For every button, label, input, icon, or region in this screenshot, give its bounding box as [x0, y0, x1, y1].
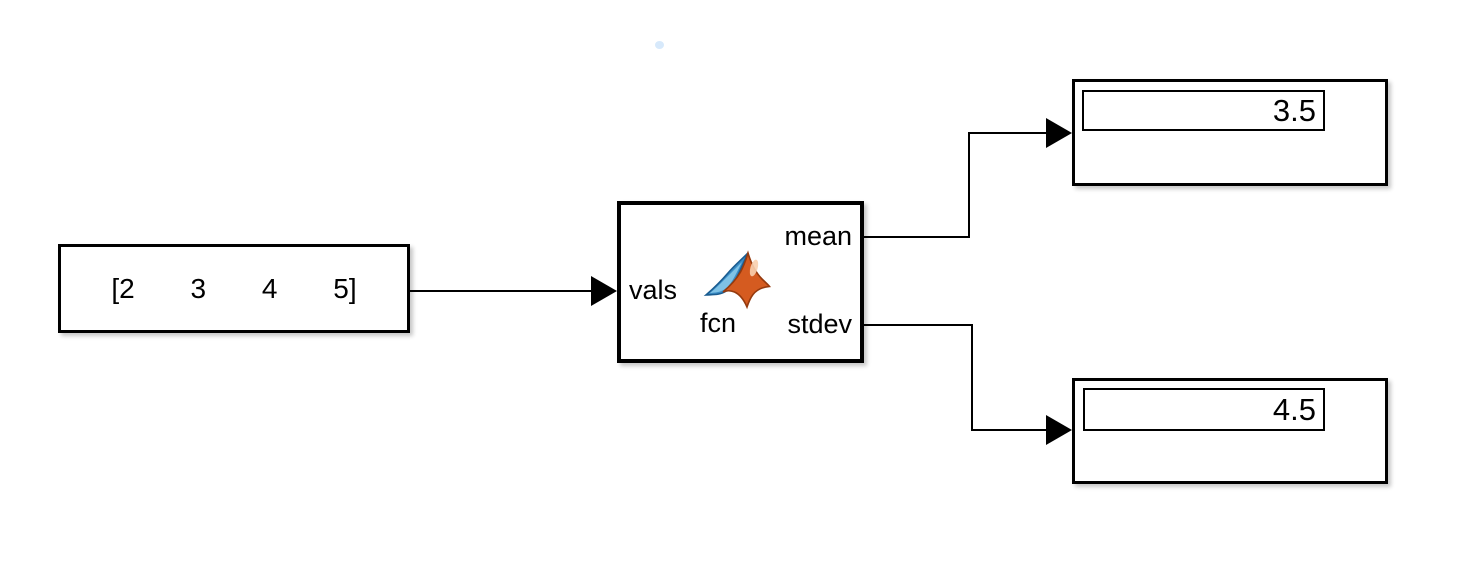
display-stdev-value: 4.5 — [1272, 392, 1316, 427]
constant-value: [2 3 4 5] — [111, 272, 357, 304]
wire-segment — [971, 429, 1046, 431]
wire-segment — [410, 290, 593, 292]
arrowhead-icon — [1046, 415, 1072, 445]
wire-segment — [968, 132, 1046, 134]
display-block-stdev[interactable]: 4.5 — [1072, 378, 1388, 484]
display-block-mean[interactable]: 3.5 — [1072, 79, 1388, 186]
function-name-label: fcn — [700, 308, 737, 338]
matlab-function-block[interactable]: vals mean stdev fcn — [617, 201, 864, 363]
wire-segment — [968, 132, 970, 238]
arrowhead-icon — [591, 276, 617, 306]
constant-block[interactable]: [2 3 4 5] — [58, 244, 410, 333]
display-mean-value: 3.5 — [1272, 93, 1316, 128]
wire-segment — [864, 324, 973, 326]
wire-segment — [971, 324, 973, 431]
output-port-label-mean: mean — [784, 221, 852, 251]
wire-segment — [864, 236, 970, 238]
canvas-artifact-dot — [655, 41, 664, 49]
display-value-field: 3.5 — [1082, 90, 1325, 131]
input-port-label-vals: vals — [629, 275, 678, 305]
arrowhead-icon — [1046, 118, 1072, 148]
matlab-logo-icon — [703, 250, 771, 310]
output-port-label-stdev: stdev — [787, 309, 852, 339]
display-value-field: 4.5 — [1083, 388, 1325, 431]
